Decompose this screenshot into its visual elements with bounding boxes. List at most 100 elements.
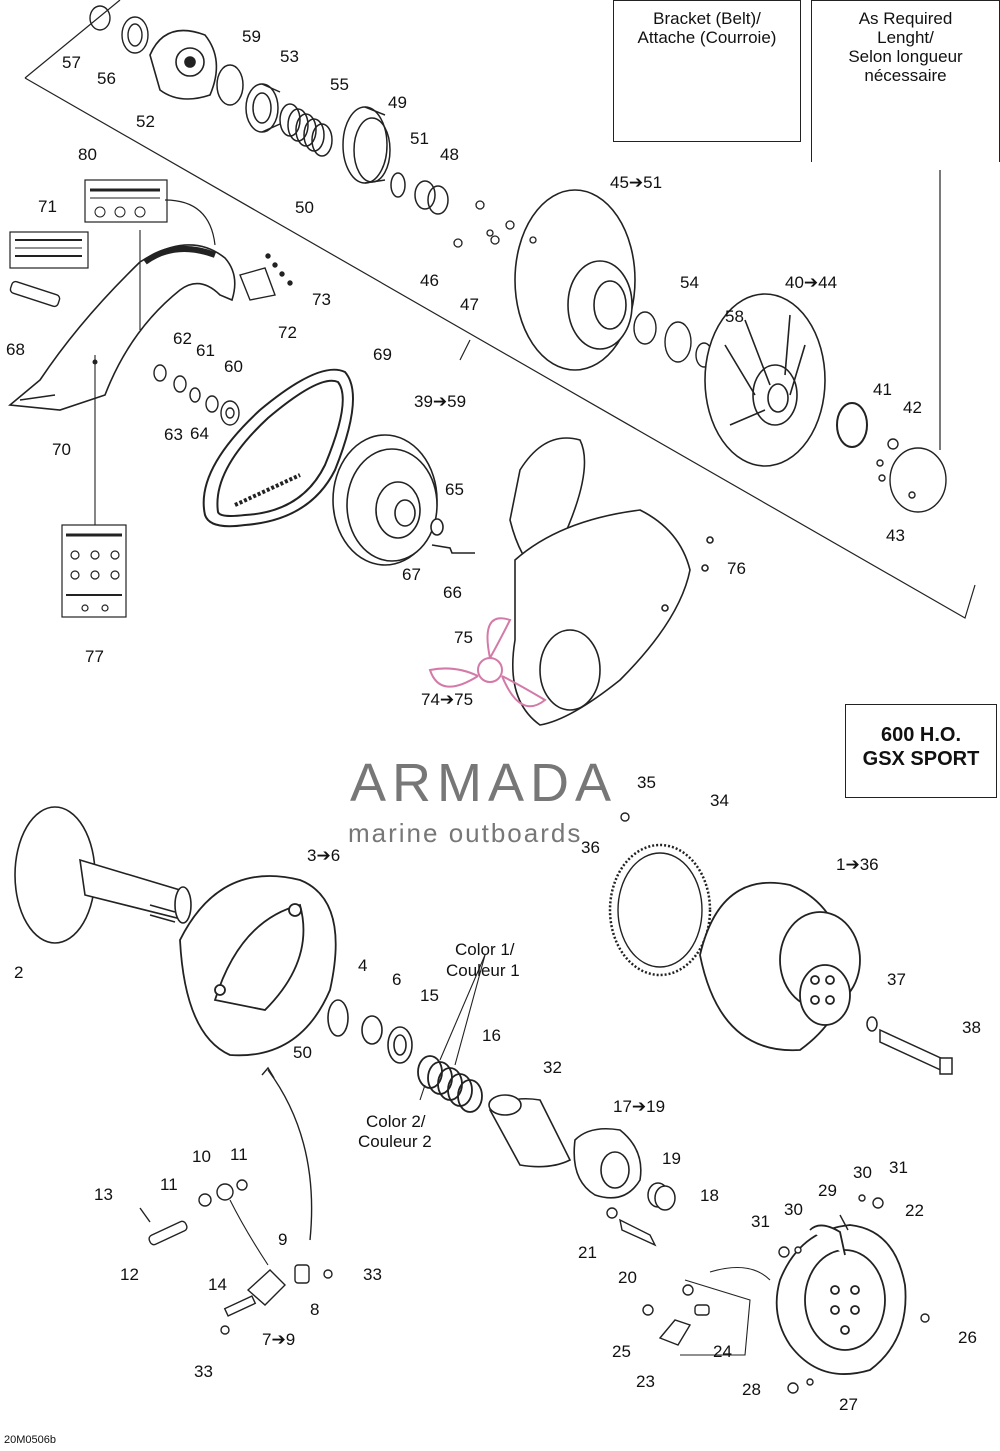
roller-8 <box>294 1264 310 1284</box>
callout-52: 52 <box>136 112 155 131</box>
callout-64: 64 <box>190 424 209 443</box>
callout-59: 59 <box>242 27 261 46</box>
callout-65: 65 <box>445 480 464 499</box>
bolt-20 <box>619 1218 657 1247</box>
callout-45-51: 45➔51 <box>610 173 662 192</box>
nut-28 <box>787 1382 799 1394</box>
callout-24: 24 <box>713 1342 732 1361</box>
assembly-outline <box>24 0 976 619</box>
screw-13 <box>139 1207 151 1223</box>
callout-35: 35 <box>637 773 656 792</box>
callout-32: 32 <box>543 1058 562 1077</box>
callout-30b: 30 <box>853 1163 872 1182</box>
ring-51 <box>390 172 406 198</box>
model-box: 600 H.O. GSX SPORT <box>845 704 997 798</box>
callout-7-9: 7➔9 <box>262 1330 295 1349</box>
callout-8: 8 <box>310 1300 319 1319</box>
callout-68: 68 <box>6 340 25 359</box>
decal-71 <box>9 231 89 269</box>
as-required-line1: As Required <box>858 9 953 28</box>
sleeve-32 <box>488 1094 572 1168</box>
color-1-line2: Couleur 1 <box>446 961 520 980</box>
callout-1-36: 1➔36 <box>836 855 879 874</box>
callout-55: 55 <box>330 75 349 94</box>
callout-40-44: 40➔44 <box>785 273 837 292</box>
callout-72: 72 <box>278 323 297 342</box>
callout-39-59: 39➔59 <box>414 392 466 411</box>
callout-31b: 31 <box>889 1158 908 1177</box>
callout-18: 18 <box>700 1186 719 1205</box>
seal-41 <box>836 402 868 448</box>
callout-42: 42 <box>903 398 922 417</box>
callout-9: 9 <box>278 1230 287 1249</box>
callout-labels: 57 56 52 59 53 55 49 51 48 50 80 71 68 7… <box>6 27 981 1414</box>
washer-64 <box>220 400 240 426</box>
callout-41: 41 <box>873 380 892 399</box>
washer-61 <box>173 375 187 393</box>
bracket-box-line1: Bracket (Belt)/ <box>653 9 761 28</box>
callout-43: 43 <box>886 526 905 545</box>
callout-74-75: 74➔75 <box>421 690 473 709</box>
washer-31b <box>872 1197 884 1209</box>
washer-30b <box>858 1194 866 1202</box>
washer-30a <box>794 1246 802 1254</box>
ring-4 <box>327 999 349 1037</box>
screw-29 <box>839 1214 849 1231</box>
callout-36: 36 <box>581 838 600 857</box>
as-required-line2: Lenght/ <box>877 28 934 47</box>
callout-3-6: 3➔6 <box>307 846 340 865</box>
screw-33b <box>323 1269 333 1279</box>
sheave-40-44 <box>704 293 826 467</box>
washer-60 <box>205 395 219 413</box>
callout-11b: 11 <box>230 1145 248 1164</box>
lever-23 <box>658 1319 692 1346</box>
callout-22: 22 <box>905 1201 924 1220</box>
callout-31a: 31 <box>751 1212 770 1231</box>
cam-49 <box>342 106 391 184</box>
callout-29: 29 <box>818 1181 837 1200</box>
washer-54b <box>664 321 692 363</box>
bolt-46 <box>453 238 463 248</box>
callout-54: 54 <box>680 273 699 292</box>
callout-38: 38 <box>962 1018 981 1037</box>
bracket-box-line2: Attache (Courroie) <box>637 28 777 47</box>
pin-24 <box>694 1304 710 1316</box>
callout-20: 20 <box>618 1268 637 1287</box>
callout-66: 66 <box>443 583 462 602</box>
bushing-18 <box>647 1182 676 1211</box>
nut-42 <box>887 438 899 450</box>
callout-30a: 30 <box>784 1200 803 1219</box>
sheave-45-51 <box>514 189 636 371</box>
disc-43 <box>876 447 947 513</box>
washer-63 <box>189 387 201 403</box>
screw-26 <box>920 1313 930 1323</box>
washer-56 <box>121 16 149 54</box>
spring-55 <box>279 103 333 157</box>
decal-77 <box>61 524 127 618</box>
roller-10 <box>216 1183 234 1201</box>
housing-22 <box>775 1224 907 1375</box>
bearing-53 <box>245 83 281 133</box>
callout-56: 56 <box>97 69 116 88</box>
callout-77: 77 <box>85 647 104 666</box>
callout-23: 23 <box>636 1372 655 1391</box>
color-2-line1: Color 2/ <box>366 1112 426 1131</box>
callout-71: 71 <box>38 197 57 216</box>
callout-48: 48 <box>440 145 459 164</box>
bracket-72 <box>239 253 293 301</box>
callout-69: 69 <box>373 345 392 364</box>
callout-50a: 50 <box>295 198 314 217</box>
movable-sheave-3-6 <box>179 875 337 1057</box>
as-required-box: As Required Lenght/ Selon longueur néces… <box>811 0 1000 162</box>
ring-gear-34 <box>608 843 712 977</box>
model-line1: 600 H.O. <box>880 724 962 746</box>
washer-15 <box>387 1026 413 1064</box>
belt-guard-70 <box>8 244 236 411</box>
pin-12 <box>148 1220 188 1246</box>
ring-59 <box>216 64 244 106</box>
bracket-75 <box>509 437 714 726</box>
pin-14 <box>223 1295 257 1317</box>
spider-52 <box>149 29 218 100</box>
callout-75: 75 <box>454 628 473 647</box>
